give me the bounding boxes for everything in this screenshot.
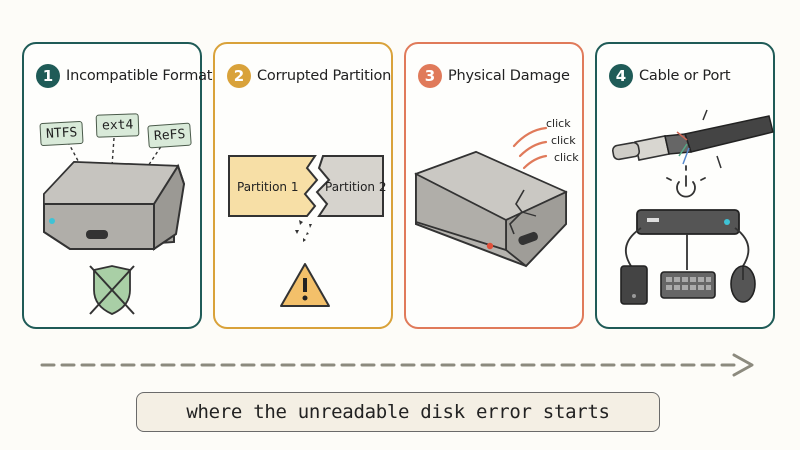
usb-hub-icon: [636, 209, 740, 235]
step-title: Corrupted Partition: [257, 68, 392, 84]
partition-block-left: Partition 1: [228, 155, 319, 217]
step-card-cable-or-port: 4 Cable or Port: [595, 42, 775, 329]
step-card-incompatible-format: 1 Incompatible Format NTFS ext4 ReFS: [22, 42, 213, 329]
warning-icon: [280, 263, 330, 307]
step-title: Physical Damage: [448, 68, 570, 84]
frayed-usb-cable-icon: [611, 109, 774, 169]
step-number-badge: 2: [227, 64, 251, 88]
caption-banner: where the unreadable disk error starts: [136, 392, 660, 432]
power-icon: [666, 165, 706, 198]
partition-1-label: Partition 1: [237, 180, 298, 194]
step-card-corrupted-partition: 2 Corrupted Partition Partition 1 Partit…: [213, 42, 393, 329]
step-number-badge: 1: [36, 64, 60, 88]
step-header: 2 Corrupted Partition: [227, 64, 391, 88]
step-header: 3 Physical Damage: [418, 64, 574, 88]
mouse-icon: [730, 265, 756, 303]
cable-or-port-illustration: [611, 109, 774, 305]
partition-block-right: Partition 2: [315, 155, 386, 217]
incompatible-format-illustration: [43, 137, 186, 315]
corrupted-partition-illustration: Partition 1 Partition 2: [228, 155, 386, 307]
step-header: 1 Incompatible Format: [36, 64, 213, 88]
step-number-badge: 4: [609, 64, 633, 88]
keyboard-icon: [660, 271, 716, 299]
external-drive-icon: [43, 160, 186, 251]
cracked-drive-icon: [414, 150, 568, 268]
step-number-badge: 3: [418, 64, 442, 88]
sound-waves-icon: [512, 126, 548, 170]
step-header: 4 Cable or Port: [609, 64, 765, 88]
click-sound-text-1: click: [546, 117, 571, 130]
step-title: Cable or Port: [639, 68, 731, 84]
step-title: Incompatible Format: [66, 68, 213, 84]
step-card-physical-damage: 3 Physical Damage click click click: [404, 42, 584, 329]
click-sound-text-2: click: [551, 134, 576, 147]
click-sound-text-3: click: [554, 151, 579, 164]
debris-fragments: [295, 220, 312, 242]
physical-damage-illustration: click click click: [414, 117, 579, 268]
external-drive-small-icon: [620, 265, 648, 305]
connection-cables: [624, 227, 750, 270]
partition-2-label: Partition 2: [325, 180, 386, 194]
shield-blocked-icon: [89, 265, 135, 315]
